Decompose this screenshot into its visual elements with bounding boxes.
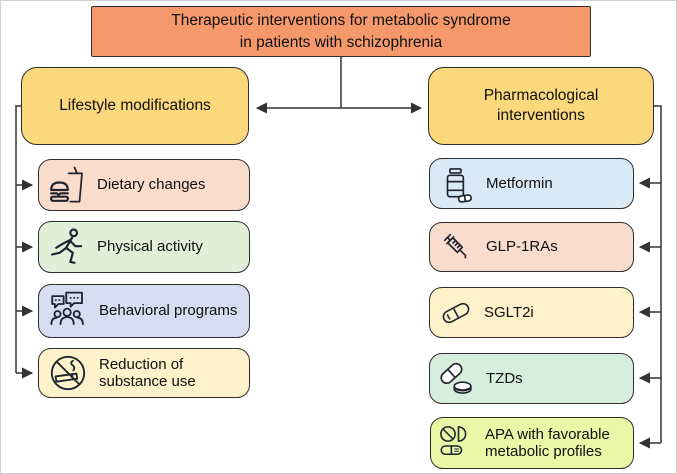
- node-title: Therapeutic interventions for metabolic …: [91, 6, 591, 57]
- capsule-icon: [438, 295, 474, 331]
- speech-bubbles-group-icon: [47, 290, 89, 332]
- item-label: Dietary changes: [97, 176, 206, 194]
- title-line-2: in patients with schizophrenia: [239, 33, 443, 51]
- node-reduction-substance-use: Reduction of substance use: [38, 348, 250, 398]
- category-label: Lifestyle modifications: [59, 96, 211, 114]
- no-smoking-icon: [47, 352, 89, 394]
- syringe-icon: [438, 228, 476, 266]
- pill-bottle-icon: [438, 165, 476, 203]
- item-label: TZDs: [486, 369, 523, 387]
- fast-food-icon: [47, 165, 87, 205]
- item-label: SGLT2i: [484, 303, 534, 321]
- node-sglt2i: SGLT2i: [429, 287, 634, 338]
- node-apa-favorable-profiles: APA with favorable metabolic profiles: [430, 417, 634, 469]
- item-label: Physical activity: [97, 238, 203, 256]
- node-dietary-changes: Dietary changes: [38, 159, 250, 211]
- category-label: Pharmacological interventions: [483, 86, 599, 124]
- item-label: Behavioral programs: [99, 302, 238, 320]
- node-tzds: TZDs: [429, 353, 634, 404]
- item-label: GLP-1RAs: [486, 238, 558, 256]
- node-glp-1ras: GLP-1RAs: [429, 222, 634, 272]
- node-pharmacological-interventions: Pharmacological interventions: [428, 67, 654, 145]
- item-label: APA with favorable metabolic profiles: [485, 425, 610, 460]
- node-metformin: Metformin: [429, 158, 634, 209]
- capsule-and-tablets-icon: [438, 360, 476, 398]
- runner-icon: [47, 227, 87, 267]
- item-label: Metformin: [486, 174, 553, 192]
- item-label: Reduction of substance use: [99, 355, 196, 390]
- node-lifestyle-modifications: Lifestyle modifications: [21, 67, 249, 145]
- node-behavioral-programs: Behavioral programs: [38, 284, 250, 338]
- tablets-and-capsule-icon: [439, 425, 475, 461]
- node-physical-activity: Physical activity: [38, 221, 250, 273]
- title-line-1: Therapeutic interventions for metabolic …: [171, 12, 511, 30]
